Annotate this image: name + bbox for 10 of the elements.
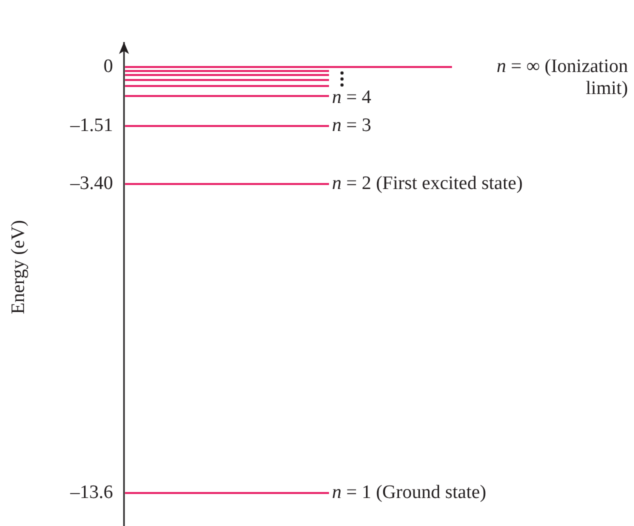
tick-label: 0 xyxy=(102,56,113,78)
level-label: n = 2 (First excited state) xyxy=(332,173,523,195)
level-label: n = 4 xyxy=(332,87,372,109)
level-label: n = ∞ (Ionization limit) xyxy=(496,56,628,100)
level-label: n = 3 xyxy=(332,115,372,137)
level-label: n = 1 (Ground state) xyxy=(332,482,486,504)
tick-label: –13.6 xyxy=(69,482,113,504)
tick-label: –1.51 xyxy=(69,115,113,137)
tick-label: –3.40 xyxy=(69,173,113,195)
axis-label: Energy (eV) xyxy=(8,220,30,314)
